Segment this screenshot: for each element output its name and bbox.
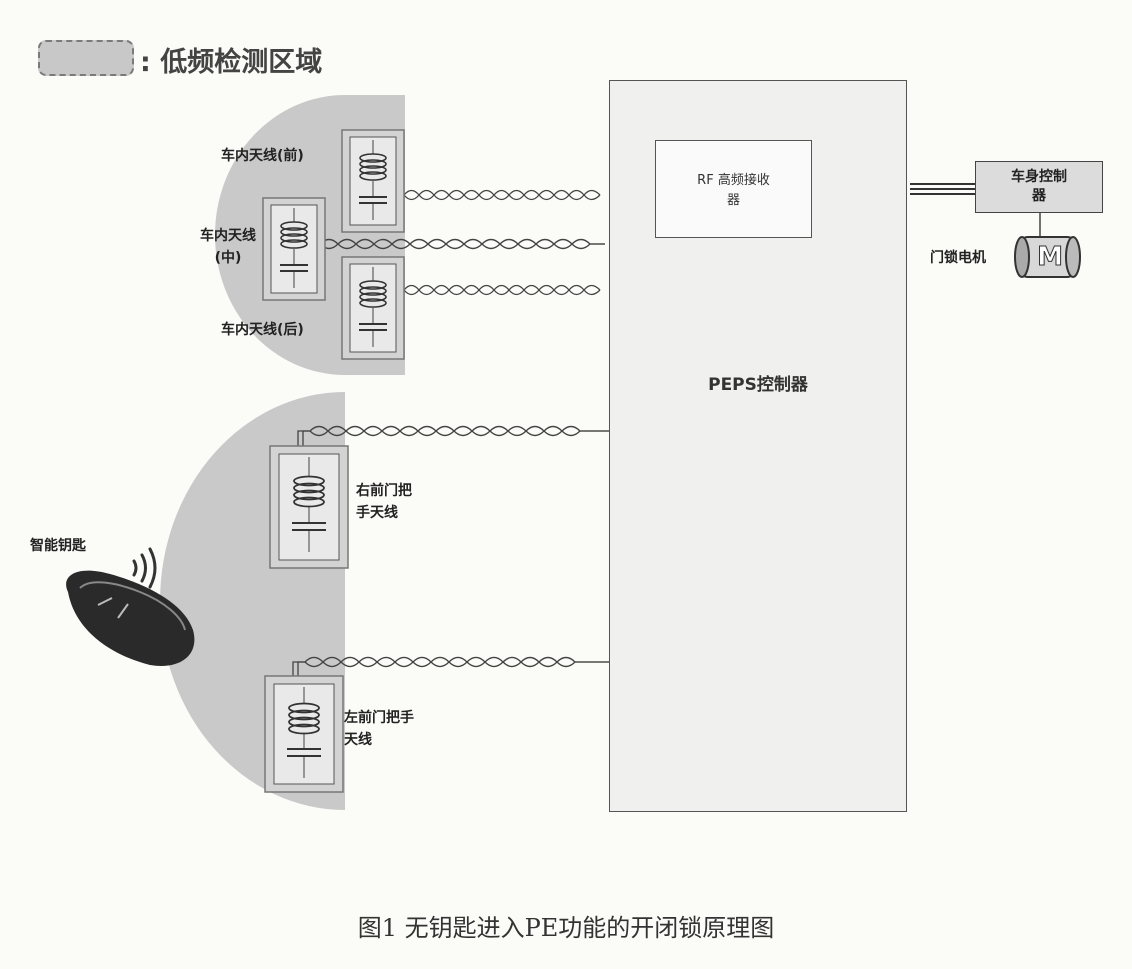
antenna-rear-module bbox=[341, 256, 405, 360]
antenna-middle-module bbox=[262, 197, 326, 301]
figure-caption: 图1 无钥匙进入PE功能的开闭锁原理图 bbox=[357, 914, 775, 942]
cable-rear bbox=[403, 284, 601, 296]
antenna-right-door-label-line1: 右前门把 bbox=[356, 483, 412, 499]
antenna-left-door-label-line1: 左前门把手 bbox=[344, 710, 414, 726]
antenna-front-label: 车内天线(前) bbox=[221, 148, 304, 164]
antenna-middle-label-line1: 车内天线 bbox=[200, 228, 256, 244]
cable-middle bbox=[319, 238, 605, 250]
rf-receiver-label-line1: RF 高频接收 bbox=[697, 173, 770, 188]
motor-symbol: M bbox=[1037, 242, 1064, 273]
door-lock-motor-label: 门锁电机 bbox=[930, 250, 986, 266]
smart-key-icon bbox=[66, 570, 195, 666]
rf-receiver-label-line2: 器 bbox=[726, 193, 740, 208]
body-controller-label-line1: 车身控制 bbox=[1011, 169, 1067, 185]
body-controller-box: 车身控制 器 bbox=[975, 161, 1103, 213]
legend-text: : 低频检测区域 bbox=[140, 47, 323, 78]
antenna-right-door-label: 右前门把 手天线 bbox=[356, 480, 412, 524]
antenna-middle-label-line2: (中) bbox=[214, 250, 242, 266]
antenna-front-module bbox=[341, 129, 405, 233]
cable-front bbox=[403, 189, 601, 201]
cable-body-controller bbox=[910, 183, 975, 195]
wireless-signal-icon bbox=[132, 547, 157, 589]
antenna-left-door-module bbox=[264, 675, 344, 793]
door-lock-motor-icon bbox=[1014, 236, 1081, 278]
cable-left-door bbox=[292, 656, 609, 678]
antenna-left-door-label-line2: 天线 bbox=[344, 732, 372, 748]
cable-right-door bbox=[297, 425, 609, 448]
body-controller-label-line2: 器 bbox=[1032, 188, 1046, 204]
antenna-left-door-label: 左前门把手 天线 bbox=[344, 707, 414, 751]
rf-receiver-box: RF 高频接收 器 bbox=[655, 140, 812, 238]
legend-swatch bbox=[38, 40, 134, 76]
antenna-rear-label: 车内天线(后) bbox=[221, 322, 304, 338]
smart-key-label: 智能钥匙 bbox=[30, 538, 86, 554]
antenna-right-door-label-line2: 手天线 bbox=[356, 505, 398, 521]
peps-controller-title: PEPS控制器 bbox=[708, 375, 808, 395]
antenna-right-door-module bbox=[269, 445, 349, 569]
antenna-middle-label: 车内天线 (中) bbox=[196, 225, 260, 269]
